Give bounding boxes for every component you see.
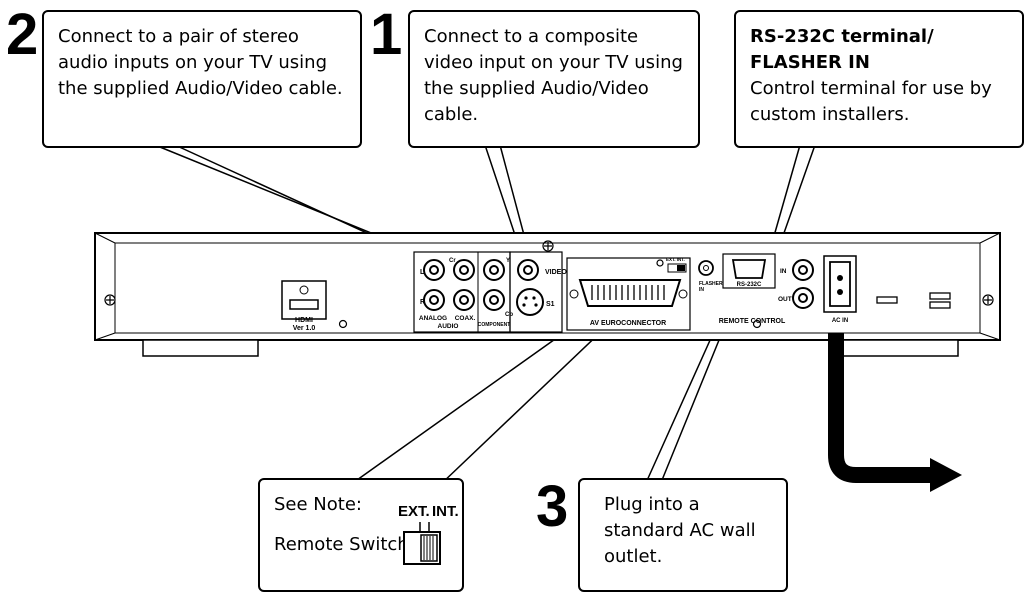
- step-number-1: 1: [370, 2, 403, 67]
- audio-group-label: AUDIO: [438, 323, 459, 330]
- y-label: Y: [506, 258, 510, 264]
- step-number-3: 3: [536, 474, 569, 539]
- callout-audio-text: Connect to a pair of stereo audio inputs…: [58, 26, 343, 99]
- ext-int-label: EXT. INT.: [666, 257, 685, 262]
- coax-label: COAX.: [455, 315, 476, 322]
- euroconnector-label: AV EUROCONNECTOR: [590, 320, 666, 327]
- remote-in-label: IN: [780, 268, 787, 275]
- flasher-label: FLASHER: [699, 281, 723, 287]
- cr-label: Cr: [449, 258, 456, 264]
- callout-audio-connection: Connect to a pair of stereo audio inputs…: [42, 10, 362, 148]
- remote-switch-illustration: EXT. INT.: [398, 503, 459, 574]
- av-output-block: L R Cr Cb Y VIDEO S1 ANALOG COAX. AUDIO …: [413, 251, 567, 333]
- hdmi-version-label: Ver 1.0: [293, 325, 316, 332]
- vents: [876, 292, 951, 309]
- callout-ac-text: Plug into a standard AC wall outlet.: [604, 494, 756, 567]
- analog-label: ANALOG: [419, 315, 447, 322]
- component-label: COMPONENT: [478, 322, 511, 328]
- ac-inlet: AC IN: [823, 255, 857, 324]
- cb-label: Cb: [505, 312, 513, 318]
- switch-ext-label: EXT.: [398, 503, 430, 520]
- callout-ac-outlet: Plug into a standard AC wall outlet.: [578, 478, 788, 592]
- hdmi-label: HDMI: [295, 317, 313, 324]
- video-label: VIDEO: [545, 269, 567, 276]
- s1-label: S1: [546, 301, 555, 308]
- callout-remote-switch-note: See Note: Remote Switch EXT. INT.: [258, 478, 464, 592]
- callout-video-connection: Connect to a composite video input on yo…: [408, 10, 700, 148]
- step-number-2: 2: [6, 2, 39, 67]
- switch-int-label: INT.: [432, 503, 459, 520]
- note-line2: Remote Switch: [274, 534, 409, 555]
- switch-graphic: [403, 522, 441, 565]
- audio-r-label: R: [420, 299, 425, 306]
- rs232c-title-line2: FLASHER IN: [750, 52, 870, 73]
- rs232c-body: Control terminal for use by custom insta…: [750, 78, 992, 125]
- note-line1: See Note:: [274, 494, 362, 515]
- hdmi-port: HDMI Ver 1.0: [281, 280, 327, 332]
- remote-out-label: OUT: [778, 296, 792, 303]
- ac-in-label: AC IN: [832, 318, 848, 324]
- audio-l-label: L: [420, 269, 425, 276]
- control-terminals: FLASHER IN RS-232C IN OUT REMOTE CONTROL: [698, 253, 814, 325]
- remote-control-label: REMOTE CONTROL: [719, 318, 786, 325]
- rs232c-label: RS-232C: [737, 282, 762, 288]
- av-euroconnector: AV EUROCONNECTOR EXT. INT.: [566, 257, 691, 331]
- power-cord-arrow: [828, 333, 962, 492]
- callout-rs232c: RS-232C terminal/ FLASHER IN Control ter…: [734, 10, 1024, 148]
- rs232c-title-line1: RS-232C terminal/: [750, 26, 934, 47]
- flasher-in-label: IN: [699, 287, 704, 293]
- callout-video-text: Connect to a composite video input on yo…: [424, 26, 683, 125]
